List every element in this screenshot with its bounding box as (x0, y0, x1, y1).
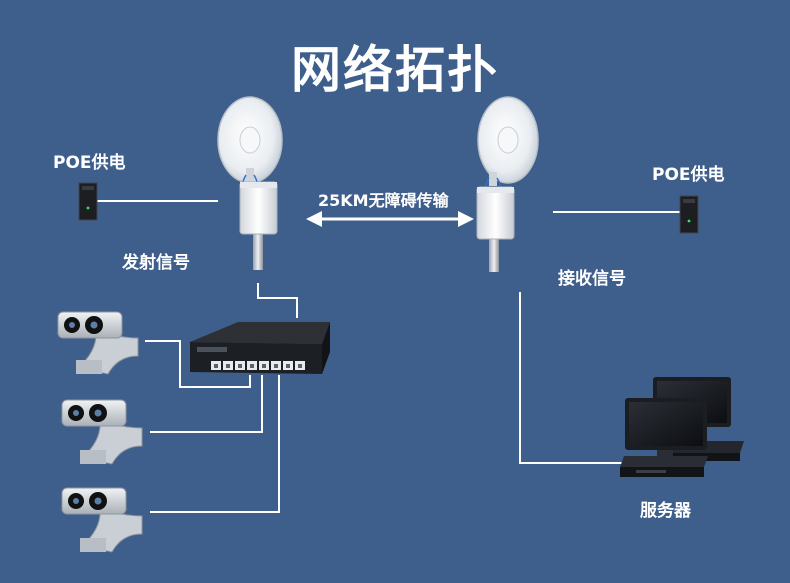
poe-injector-left (78, 182, 98, 221)
server-label: 服务器 (640, 501, 691, 521)
transmit-label: 发射信号 (122, 253, 190, 273)
ptz-camera-2 (61, 399, 143, 465)
arrow-right-icon (458, 211, 474, 227)
arrow-left-icon (306, 211, 322, 227)
network-switch (190, 322, 330, 374)
link-arrow (306, 211, 474, 227)
rx-to-server-cable (519, 292, 625, 464)
ptz-camera-1 (57, 311, 139, 375)
antenna-pole (489, 237, 499, 272)
camera2-cable (150, 375, 263, 433)
ptz-camera-3 (61, 487, 143, 553)
camera3-cable (150, 375, 280, 513)
camera1-cable (145, 340, 251, 388)
connection-lines (97, 200, 680, 513)
poe-injector-icon (78, 182, 98, 221)
radio-unit (476, 186, 515, 240)
tx-to-switch-cable (257, 283, 298, 318)
page-title: 网络拓扑 (291, 41, 499, 99)
poe-left-label: POE供电 (53, 153, 126, 173)
antenna-pole (253, 226, 263, 270)
poe-right-label: POE供电 (652, 165, 725, 185)
server-front (620, 398, 708, 477)
server-icon (620, 456, 708, 467)
link-label: 25KM无障碍传输 (318, 191, 449, 210)
network-switch-icon (190, 322, 330, 344)
receive-bridge-antenna (476, 96, 539, 272)
server-group (620, 377, 744, 477)
receive-label: 接收信号 (558, 269, 626, 289)
poe-injector-icon (679, 195, 699, 234)
poe-injector-right (679, 195, 699, 234)
radio-unit (239, 181, 278, 235)
transmit-bridge-antenna (217, 96, 283, 270)
